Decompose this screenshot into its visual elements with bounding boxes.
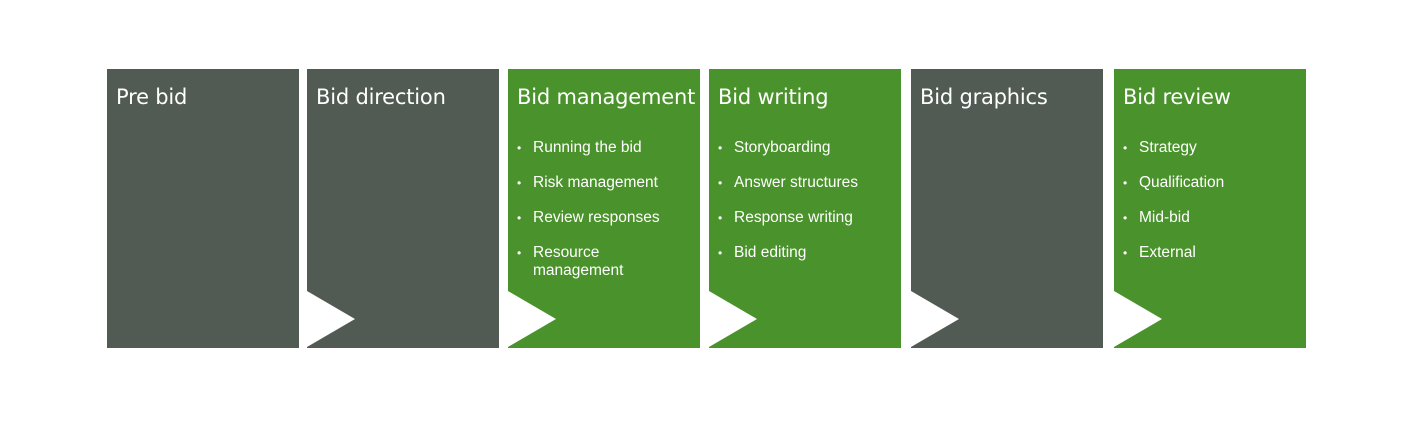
list-item-label: Resource management: [533, 244, 624, 279]
bullet-icon: •: [517, 246, 522, 260]
list-item: • Review responses: [517, 209, 695, 227]
list-item: • Qualification: [1123, 174, 1301, 192]
stage-item-list: • Storyboarding • Answer structures • Respo…: [718, 139, 896, 279]
bullet-icon: •: [718, 141, 723, 155]
stage-bid-management: Bid management • Running the bid • Risk ma…: [508, 69, 700, 348]
stage-item-list: • Running the bid • Risk management • Revie…: [517, 139, 695, 297]
bullet-icon: •: [718, 211, 723, 225]
list-item-label: External: [1139, 244, 1196, 261]
list-item-label: Qualification: [1139, 174, 1225, 191]
list-item: • Answer structures: [718, 174, 896, 192]
bullet-icon: •: [1123, 141, 1128, 155]
bullet-icon: •: [517, 211, 522, 225]
chevron-arrow-icon: [1114, 291, 1162, 347]
chevron-arrow-icon: [911, 291, 959, 347]
bullet-icon: •: [718, 246, 723, 260]
list-item-label: Storyboarding: [734, 139, 831, 156]
bullet-icon: •: [517, 176, 522, 190]
stage-bid-graphics: Bid graphics: [911, 69, 1103, 348]
stage-title: Bid writing: [718, 85, 829, 109]
list-item: • Strategy: [1123, 139, 1301, 157]
bullet-icon: •: [718, 176, 723, 190]
bullet-icon: •: [1123, 176, 1128, 190]
list-item: • Bid editing: [718, 244, 896, 262]
list-item: • Resource management: [517, 244, 653, 280]
chevron-arrow-icon: [307, 291, 355, 347]
list-item: • Response writing: [718, 209, 896, 227]
stage-title: Bid review: [1123, 85, 1231, 109]
list-item-label: Running the bid: [533, 139, 642, 156]
list-item-label: Risk management: [533, 174, 658, 191]
list-item-label: Strategy: [1139, 139, 1197, 156]
stage-bid-writing: Bid writing • Storyboarding • Answer struc…: [709, 69, 901, 348]
list-item-label: Response writing: [734, 209, 853, 226]
list-item: • Running the bid: [517, 139, 695, 157]
list-item-label: Answer structures: [734, 174, 859, 191]
list-item-label: Review responses: [533, 209, 660, 226]
list-item-label: Mid-bid: [1139, 209, 1190, 226]
stage-title: Pre bid: [116, 85, 188, 109]
stage-bid-direction: Bid direction: [307, 69, 499, 348]
list-item-label: Bid editing: [734, 244, 807, 261]
list-item: • Risk management: [517, 174, 695, 192]
stage-title: Bid management: [517, 85, 696, 109]
list-item: • External: [1123, 244, 1301, 262]
list-item: • Mid-bid: [1123, 209, 1301, 227]
chevron-arrow-icon: [508, 291, 556, 347]
list-item: • Storyboarding: [718, 139, 896, 157]
bullet-icon: •: [1123, 246, 1128, 260]
chevron-arrow-icon: [709, 291, 757, 347]
stage-title: Bid graphics: [920, 85, 1048, 109]
bullet-icon: •: [517, 141, 522, 155]
stage-bid-review: Bid review • Strategy • Qualification • Mid…: [1114, 69, 1306, 348]
stage-pre-bid: Pre bid: [107, 69, 299, 348]
bullet-icon: •: [1123, 211, 1128, 225]
stage-title: Bid direction: [316, 85, 446, 109]
stage-item-list: • Strategy • Qualification • Mid-bid • Exter…: [1123, 139, 1301, 279]
